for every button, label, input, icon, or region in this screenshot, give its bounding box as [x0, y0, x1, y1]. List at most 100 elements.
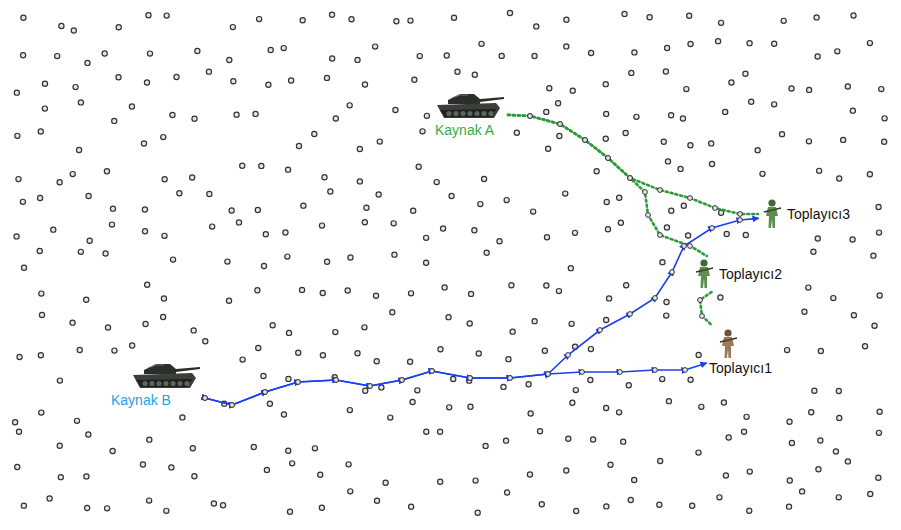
relay-node [628, 312, 633, 317]
sensor-node [877, 293, 882, 298]
sensor-node [408, 359, 413, 364]
sensor-node [70, 320, 75, 325]
sensor-node [257, 17, 262, 22]
sensor-node [377, 139, 382, 144]
sensor-node [373, 44, 378, 49]
sensor-node [374, 498, 379, 503]
sensor-node [475, 510, 480, 515]
sensor-node [86, 193, 91, 198]
sensor-node [409, 504, 414, 509]
sensor-node [623, 130, 628, 135]
sensor-node [501, 384, 506, 389]
sensor-node [569, 321, 574, 326]
sensor-node [851, 313, 856, 318]
sensor-node [57, 378, 62, 383]
sensor-node [812, 388, 817, 393]
sensor-node [21, 503, 26, 508]
sensor-node [142, 207, 147, 212]
sensor-node [604, 111, 609, 116]
sensor-node [37, 248, 42, 253]
sensor-node [747, 469, 752, 474]
sensor-node [147, 498, 152, 503]
sensor-node [161, 296, 166, 301]
sensor-node [876, 475, 881, 480]
sensor-node [55, 53, 60, 58]
node-label: Kaynak A [434, 122, 495, 138]
sensor-node [285, 254, 290, 259]
sensor-node [256, 345, 261, 350]
sensor-node [879, 87, 884, 92]
sensor-node [604, 317, 609, 322]
sensor-node [447, 405, 452, 410]
sensor-node [507, 10, 512, 15]
relay-node [528, 114, 533, 119]
sensor-node [831, 296, 836, 301]
sensor-node [347, 408, 352, 413]
sensor-node [170, 112, 175, 117]
sensor-node [330, 56, 335, 61]
sensor-node [261, 263, 266, 268]
relay-node [713, 206, 718, 211]
sensor-node [588, 346, 593, 351]
sensor-node [608, 462, 613, 467]
sensor-node [564, 44, 569, 49]
node-label: Kaynak B [110, 392, 172, 408]
sensor-node [225, 259, 230, 264]
sensor-node [532, 319, 537, 324]
sensor-node [318, 472, 323, 477]
sensor-node [632, 477, 637, 482]
relay-node [468, 376, 473, 381]
relay-node [688, 196, 693, 201]
sensor-node [617, 195, 622, 200]
sensor-node [415, 388, 420, 393]
sensor-node [660, 377, 665, 382]
sensor-node [528, 411, 533, 416]
sensor-node [845, 459, 850, 464]
sensor-node [438, 479, 443, 484]
sensor-node [484, 250, 489, 255]
sensor-node [51, 227, 56, 232]
sensor-node [145, 282, 150, 287]
relay-node [558, 122, 563, 127]
sensor-node [383, 480, 388, 485]
sensor-node [547, 86, 552, 91]
sensor-node [268, 47, 273, 52]
sensor-node [286, 376, 291, 381]
sensor-node [603, 136, 608, 141]
sensor-node [319, 505, 324, 510]
sensor-node [286, 448, 291, 453]
sensor-node [236, 220, 241, 225]
sensor-node [876, 204, 881, 209]
relay-node [296, 380, 301, 385]
relay-node [296, 380, 301, 385]
sensor-node [78, 249, 83, 254]
relay-node [263, 390, 268, 395]
relay-node [203, 396, 208, 401]
sensor-node [147, 437, 152, 442]
sensor-node [815, 54, 820, 59]
sensor-node [112, 348, 117, 353]
relay-node [683, 368, 688, 373]
sensor-node [20, 199, 25, 204]
sensor-node [589, 50, 594, 55]
sensor-node [143, 321, 148, 326]
sensor-node [147, 51, 152, 56]
sensor-node [718, 20, 723, 25]
sensor-node [424, 113, 429, 118]
sensor-node [104, 169, 109, 174]
sensor-node [696, 352, 701, 357]
sensor-node [718, 295, 723, 300]
sensor-node [320, 290, 325, 295]
sensor-node [390, 310, 395, 315]
relay-node [580, 370, 585, 375]
sensor-node [837, 415, 842, 420]
sensor-node [468, 291, 473, 296]
sensor-node [408, 291, 413, 296]
sensor-node [42, 81, 47, 86]
sensor-node [394, 19, 399, 24]
sensor-node [876, 230, 881, 235]
sensor-node [164, 13, 169, 18]
sensor-node [438, 347, 443, 352]
sensor-node [103, 251, 108, 256]
sensor-node [678, 166, 683, 171]
